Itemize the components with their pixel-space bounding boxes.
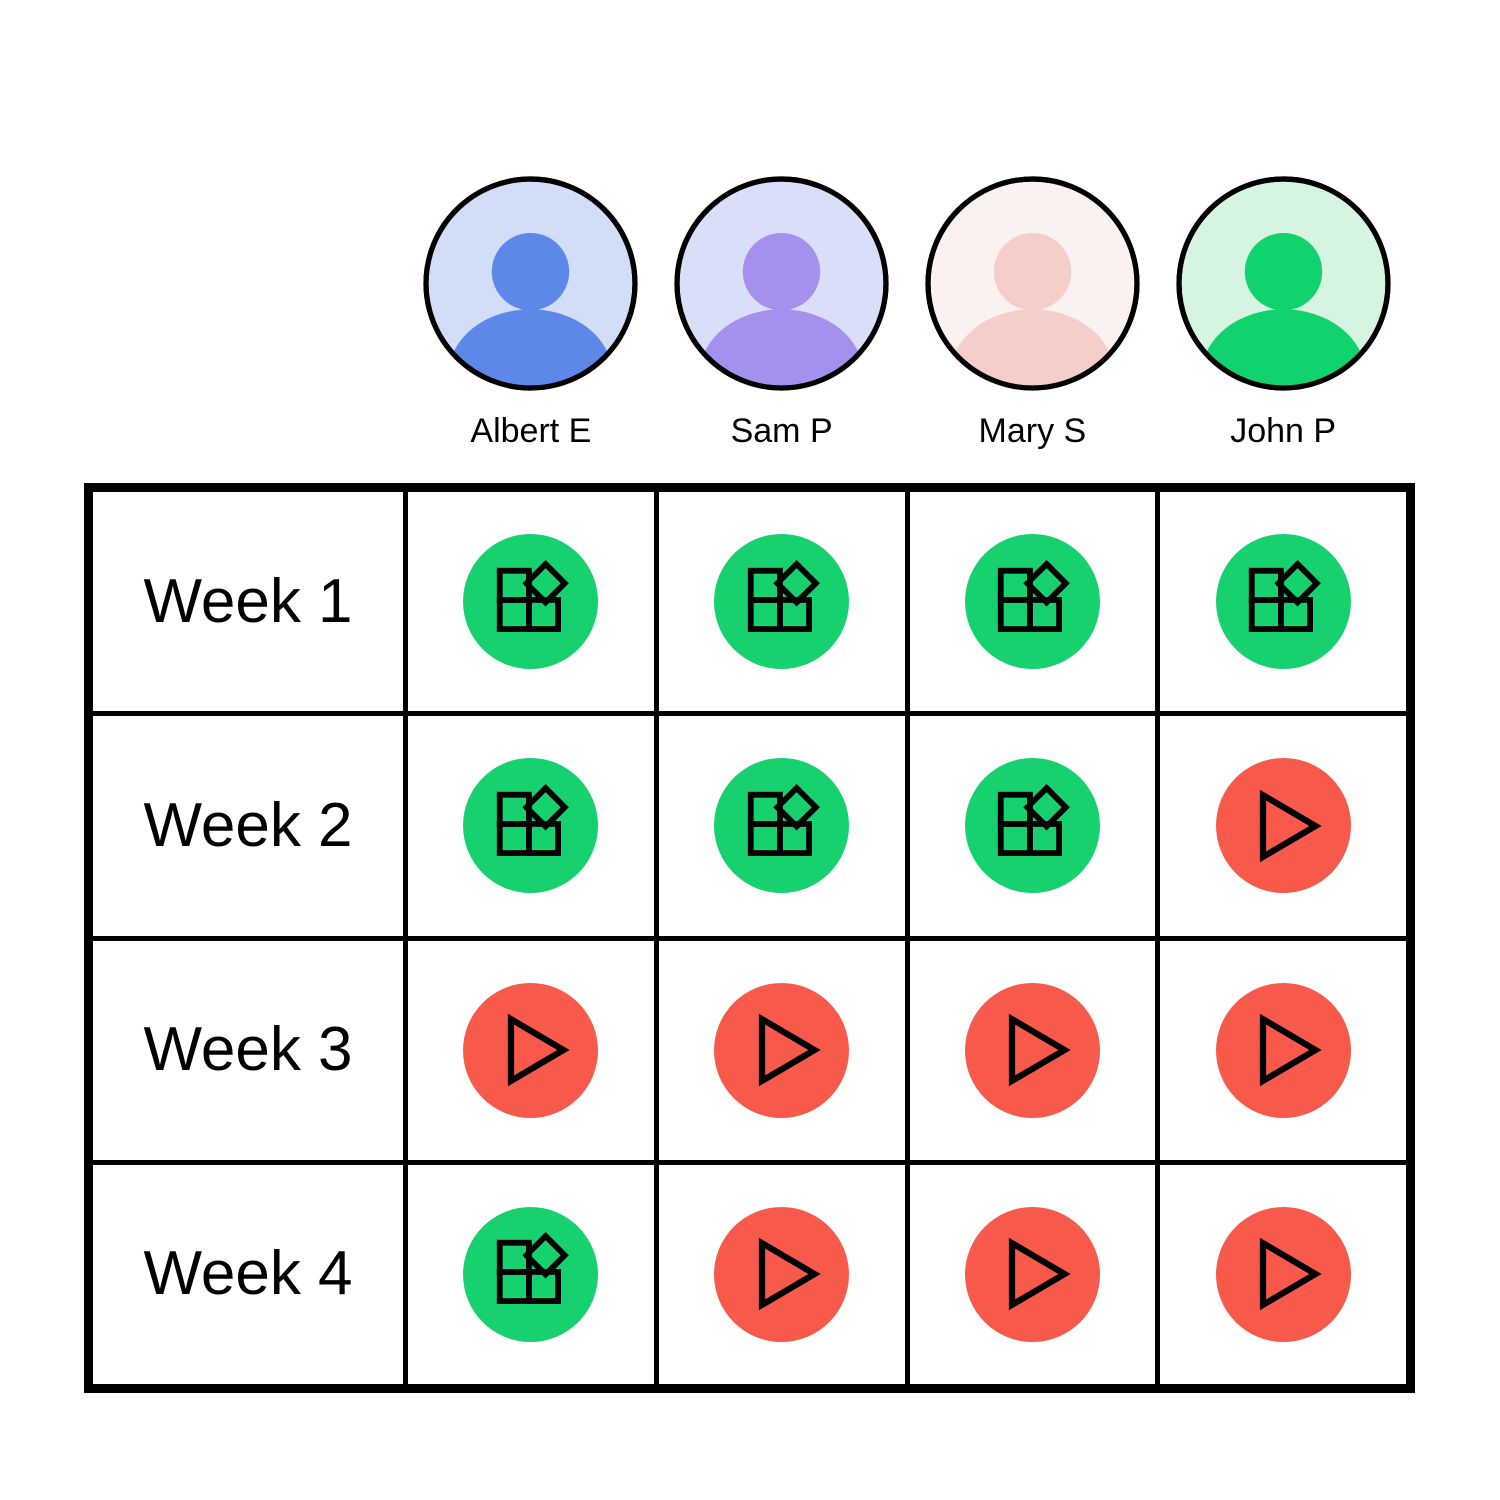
play-icon — [1009, 1013, 1072, 1087]
status-cell — [408, 1164, 654, 1384]
avatar-body — [449, 309, 613, 386]
avatar-body — [699, 309, 864, 386]
blocks-icon — [496, 783, 569, 856]
status-badge — [1215, 534, 1351, 670]
status-cell — [658, 1164, 905, 1384]
avatar-outline — [423, 176, 638, 391]
status-cell — [1160, 1164, 1406, 1384]
status-badge — [964, 534, 1100, 670]
avatar-body — [1201, 309, 1365, 386]
schedule-table: Week 1 — [84, 483, 1415, 1393]
status-cell — [909, 492, 1156, 712]
avatar — [674, 176, 889, 391]
play-icon — [1260, 789, 1322, 863]
week-label: Week 4 — [93, 1164, 403, 1384]
status-badge — [463, 1206, 599, 1342]
person-name-label: Albert E — [470, 412, 592, 450]
status-cell — [1160, 492, 1406, 712]
status-badge — [463, 982, 599, 1118]
person-mary: Mary S — [910, 176, 1156, 450]
blocks-icon — [998, 783, 1071, 856]
week-label: Week 2 — [93, 716, 403, 936]
status-cell — [408, 492, 654, 712]
person-albert: Albert E — [408, 176, 654, 450]
blocks-icon — [998, 559, 1071, 632]
avatar-head — [492, 232, 570, 311]
blocks-icon — [1248, 559, 1321, 632]
status-badge — [1215, 1206, 1351, 1342]
blocks-icon — [747, 559, 820, 632]
status-badge — [964, 758, 1100, 894]
status-cell — [909, 940, 1156, 1160]
play-icon — [758, 1013, 821, 1087]
person-john: John P — [1160, 176, 1406, 450]
avatar-head — [1244, 232, 1322, 311]
blocks-icon — [496, 559, 569, 632]
avatar-header-row: Albert E Sam P — [93, 176, 1406, 450]
status-cell — [408, 940, 654, 1160]
status-badge — [964, 982, 1100, 1118]
person-name-label: John P — [1230, 412, 1337, 450]
status-badge — [964, 1206, 1100, 1342]
avatar — [1176, 176, 1391, 391]
play-icon — [1260, 1013, 1322, 1087]
avatar-head — [742, 232, 821, 311]
status-cell — [1160, 716, 1406, 936]
status-badge — [714, 1206, 850, 1342]
week-label: Week 1 — [93, 492, 403, 712]
status-badge — [1215, 982, 1351, 1118]
avatar — [423, 176, 638, 391]
week-label: Week 3 — [93, 940, 403, 1160]
play-icon — [1260, 1238, 1322, 1311]
play-icon — [758, 1238, 821, 1311]
avatar-head — [993, 232, 1072, 311]
avatar-outline — [674, 176, 889, 391]
status-badge — [463, 534, 599, 670]
avatar-body — [950, 309, 1115, 386]
play-icon — [507, 1013, 570, 1087]
status-badge — [714, 982, 850, 1118]
status-badge — [714, 534, 850, 670]
status-cell — [408, 716, 654, 936]
status-cell — [909, 1164, 1156, 1384]
person-sam: Sam P — [659, 176, 905, 450]
status-cell — [658, 716, 905, 936]
status-cell — [909, 716, 1156, 936]
status-cell — [658, 492, 905, 712]
person-name-label: Mary S — [978, 412, 1087, 450]
blocks-icon — [496, 1232, 569, 1305]
status-cell — [658, 940, 905, 1160]
avatar — [925, 176, 1140, 391]
blocks-icon — [747, 783, 820, 856]
avatar-outline — [925, 176, 1140, 391]
play-icon — [1009, 1238, 1072, 1311]
status-cell — [1160, 940, 1406, 1160]
person-name-label: Sam P — [730, 412, 833, 450]
avatar-row-spacer — [93, 176, 403, 450]
status-badge — [463, 758, 599, 894]
status-badge — [714, 758, 850, 894]
avatar-outline — [1176, 176, 1391, 391]
status-badge — [1215, 758, 1351, 894]
